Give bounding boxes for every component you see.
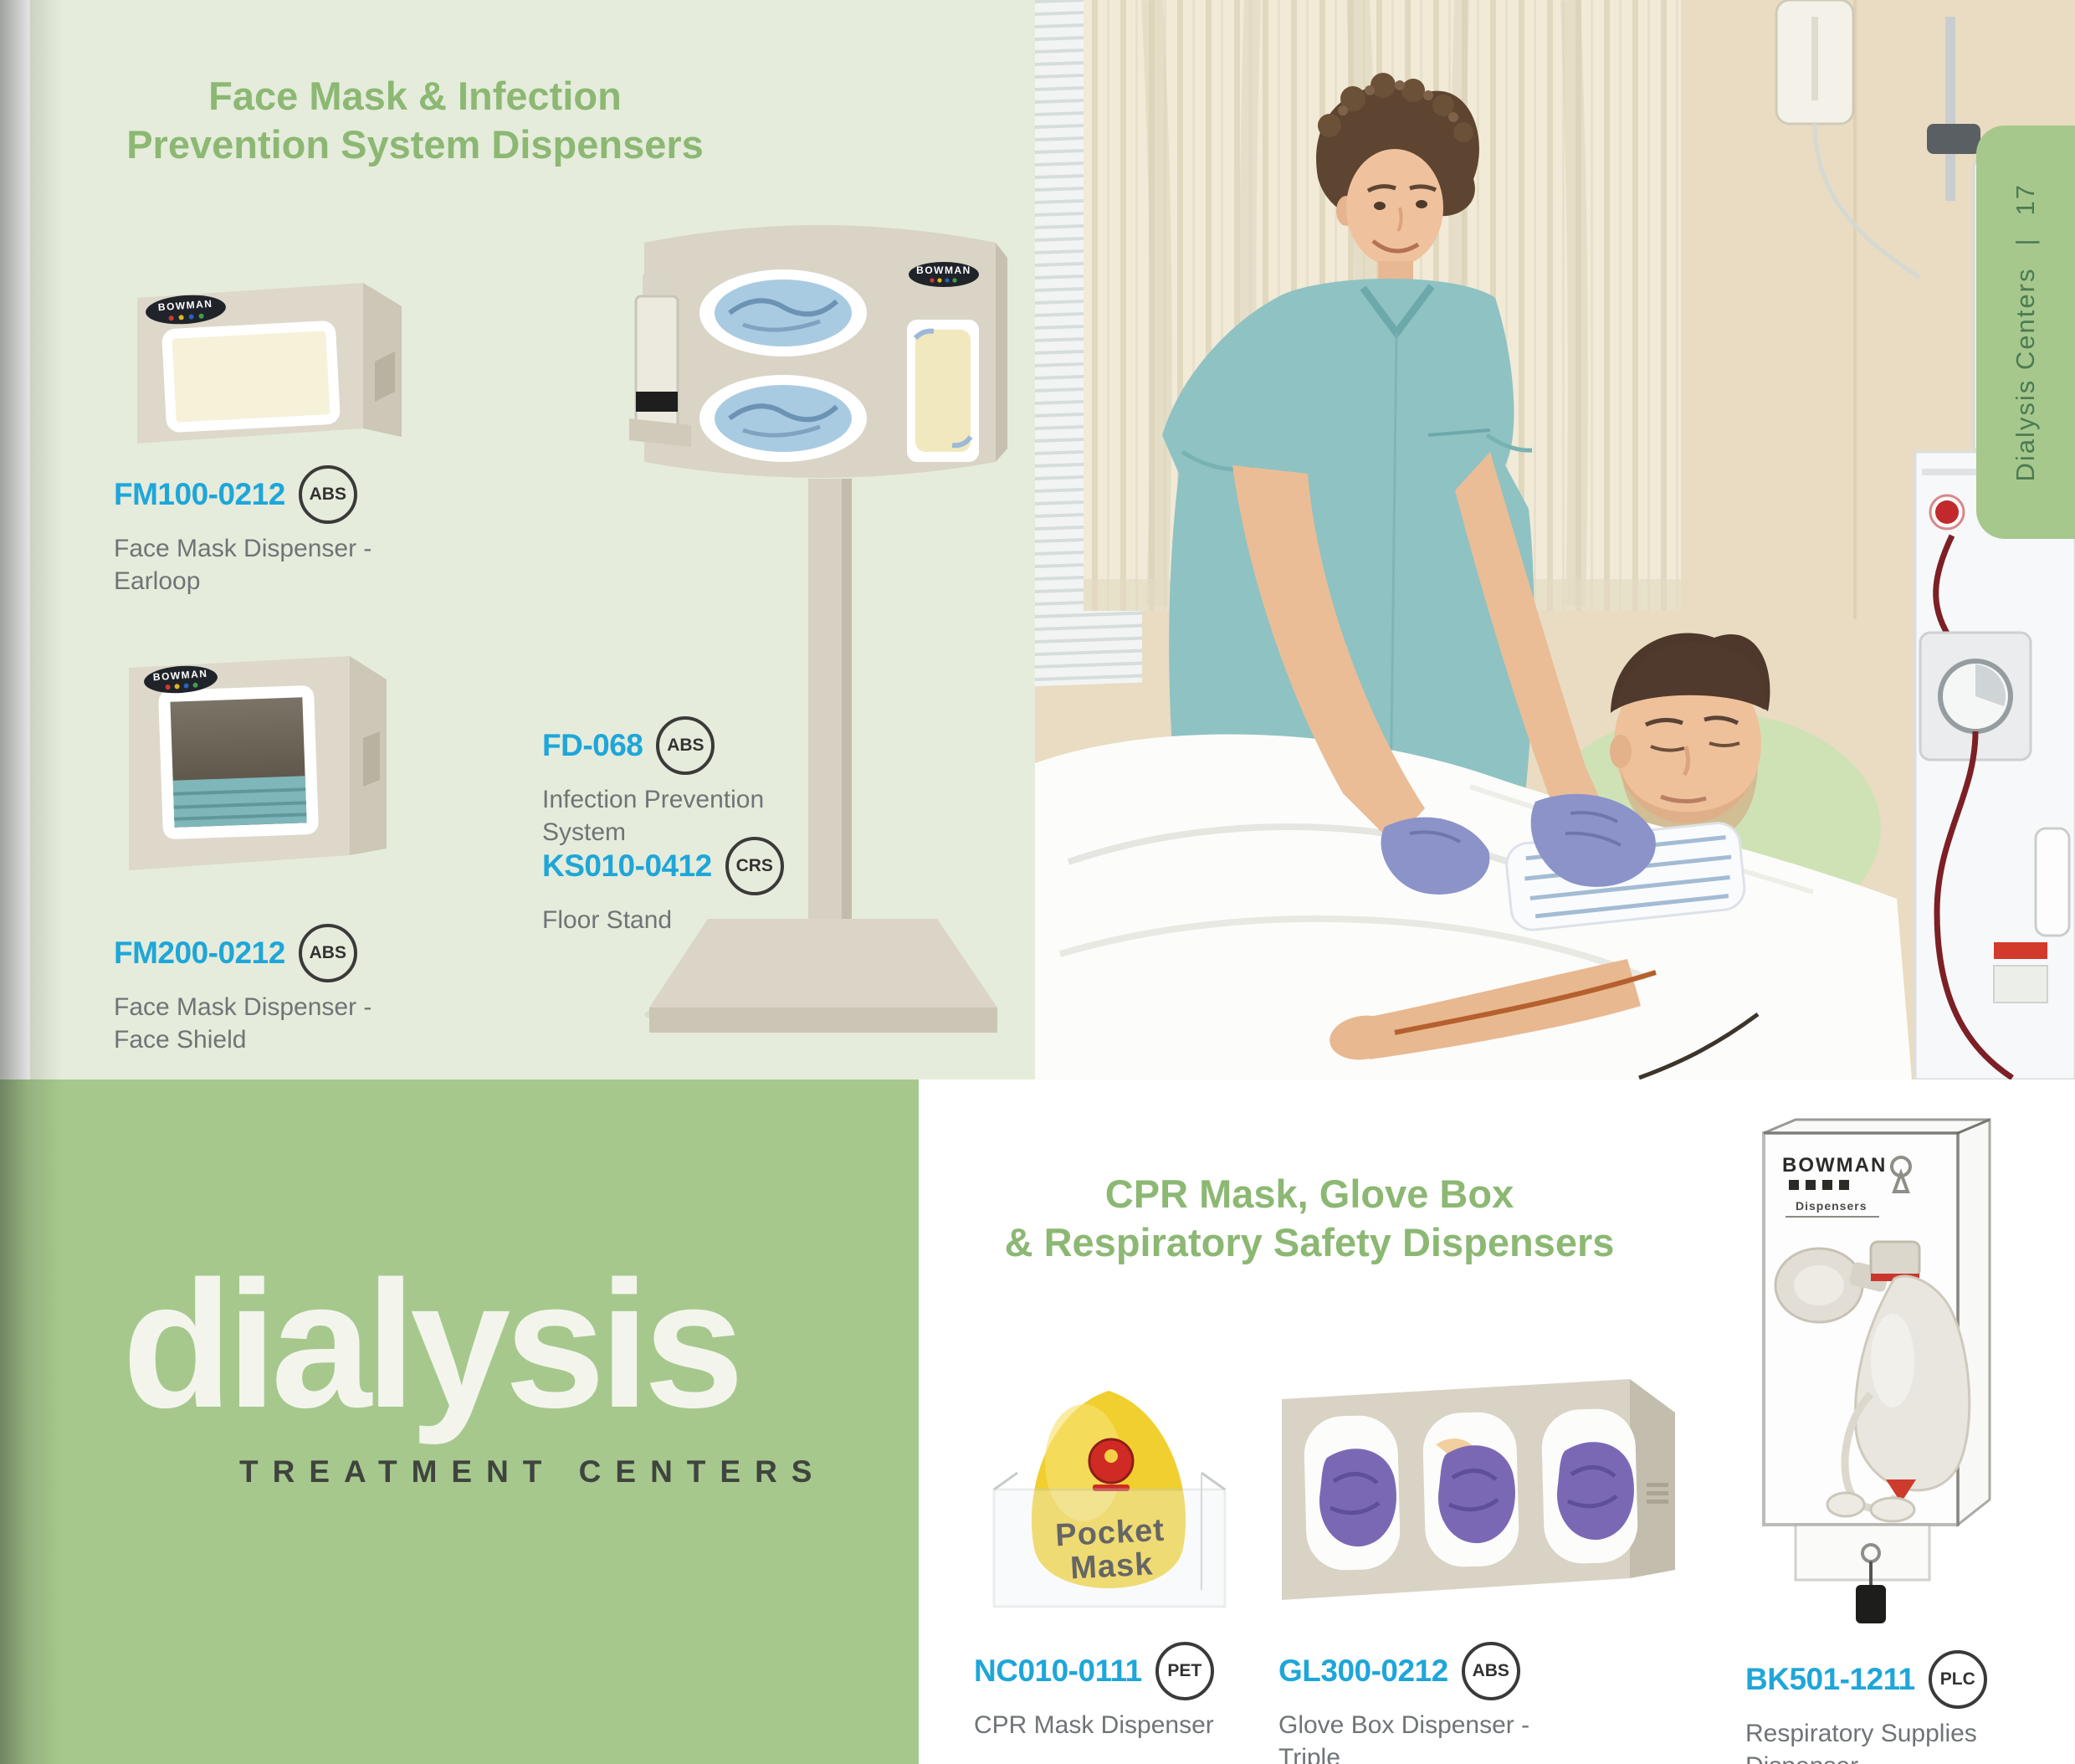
- tab-label: Dialysis Centers: [2011, 267, 2040, 482]
- section-title-line: Prevention System Dispensers: [126, 122, 704, 167]
- material-badge: ABS: [298, 924, 357, 982]
- product-caption: Floor Stand: [542, 906, 673, 934]
- product-item-nc010: NC010-0111 PET CPR Mask Dispenser: [974, 1642, 1214, 1741]
- dialysis-photo: Product Videos: BowmanDispensers.com/ Pr…: [1035, 0, 2075, 1079]
- product-caption: Respiratory Supplies Dispenser: [1745, 1720, 1977, 1764]
- section-title-line: CPR Mask, Glove Box: [1104, 1172, 1514, 1216]
- tab-separator: |: [2011, 237, 2040, 246]
- cpr-mask-dispenser-image: Pocket Mask: [992, 1391, 1227, 1608]
- product-code: KS010-0412: [542, 849, 712, 883]
- dialysis-centers-tab: Dialysis Centers | 17: [1976, 126, 2075, 539]
- material-badge: PLC: [1928, 1650, 1987, 1709]
- page-number: 17: [2011, 182, 2040, 216]
- dialysis-banner-word: dialysis: [122, 1243, 744, 1445]
- svg-text:Mask: Mask: [1069, 1546, 1154, 1586]
- resuscitator-bag: [1774, 1240, 1971, 1523]
- bowman-badge: BOWMAN: [909, 262, 979, 287]
- product-code: BK501-1211: [1745, 1662, 1915, 1696]
- svg-text:BOWMAN: BOWMAN: [916, 264, 971, 276]
- sanitizer-bottle: [629, 274, 691, 447]
- glove-box-dispenser-image: [1282, 1379, 1675, 1600]
- svg-text:Dispensers: Dispensers: [1796, 1199, 1867, 1213]
- nurse-figure: [1162, 73, 1534, 879]
- product-code: GL300-0212: [1278, 1654, 1448, 1688]
- nurse-arms: [1232, 452, 1656, 895]
- iv-bag: [1775, 0, 1922, 280]
- svg-text:BOWMAN: BOWMAN: [1782, 1154, 1887, 1177]
- material-badge: PET: [1155, 1642, 1214, 1700]
- face-mask-section-panel: Face Mask & Infection Prevention System …: [30, 0, 1035, 1079]
- infection-prevention-system-image: BOWMAN: [629, 225, 1007, 1033]
- cpr-section-title: CPR Mask, Glove Box & Respiratory Safety…: [962, 1170, 1657, 1267]
- product-caption: Infection Prevention System: [542, 786, 765, 846]
- product-caption: Glove Box Dispenser - Triple: [1278, 1711, 1530, 1764]
- product-item-fm100: FM100-0212 ABS Face Mask Dispenser - Ear…: [114, 465, 371, 597]
- face-mask-dispenser-face-shield-image: BOWMAN: [129, 656, 387, 870]
- face-mask-section-title: Face Mask & Infection Prevention System …: [105, 72, 725, 169]
- product-code: FM100-0212: [114, 477, 285, 511]
- bowman-case-label: BOWMAN Dispensers: [1782, 1154, 1887, 1218]
- svg-text:BOWMAN: BOWMAN: [152, 668, 208, 684]
- respiratory-supplies-dispenser-image: BOWMAN Dispensers: [1762, 1118, 1991, 1623]
- bed-blanket: [1035, 734, 1912, 1079]
- product-code: FD-068: [542, 728, 643, 762]
- product-item-ks010: KS010-0412 CRS Floor Stand: [542, 837, 784, 936]
- product-caption: Face Mask Dispenser - Face Shield: [114, 993, 372, 1054]
- product-item-fd068: FD-068 ABS Infection Prevention System: [542, 716, 764, 849]
- product-code: NC010-0111: [974, 1654, 1142, 1688]
- product-item-gl300: GL300-0212 ABS Glove Box Dispenser - Tri…: [1278, 1642, 1529, 1764]
- product-caption: Face Mask Dispenser - Earloop: [114, 535, 372, 595]
- face-mask-dispenser-earloop-image: BOWMAN: [137, 283, 402, 444]
- tab-label-group: Dialysis Centers | 17: [2011, 183, 2041, 482]
- material-badge: ABS: [298, 465, 357, 524]
- section-title-line: & Respiratory Safety Dispensers: [1004, 1220, 1615, 1264]
- product-caption: CPR Mask Dispenser: [974, 1711, 1214, 1739]
- dialysis-scene: [1035, 0, 2075, 1079]
- material-badge: ABS: [656, 716, 715, 775]
- svg-text:Pocket: Pocket: [1054, 1513, 1166, 1554]
- dialysis-banner-panel: [0, 1079, 919, 1764]
- material-badge: ABS: [1461, 1642, 1520, 1700]
- product-code: FM200-0212: [114, 936, 285, 970]
- patient-arm: [1330, 959, 1760, 1079]
- product-item-fm200: FM200-0212 ABS Face Mask Dispenser - Fac…: [114, 924, 371, 1056]
- bowman-badge: BOWMAN: [144, 665, 218, 694]
- section-title-line: Face Mask & Infection: [208, 74, 622, 118]
- product-item-bk501: BK501-1211 PLC Respiratory Supplies Disp…: [1745, 1650, 2075, 1764]
- material-badge: CRS: [725, 837, 784, 895]
- bowman-badge: BOWMAN: [146, 295, 226, 325]
- svg-text:BOWMAN: BOWMAN: [157, 298, 213, 314]
- dialysis-banner-tagline: TREATMENT CENTERS: [239, 1454, 827, 1489]
